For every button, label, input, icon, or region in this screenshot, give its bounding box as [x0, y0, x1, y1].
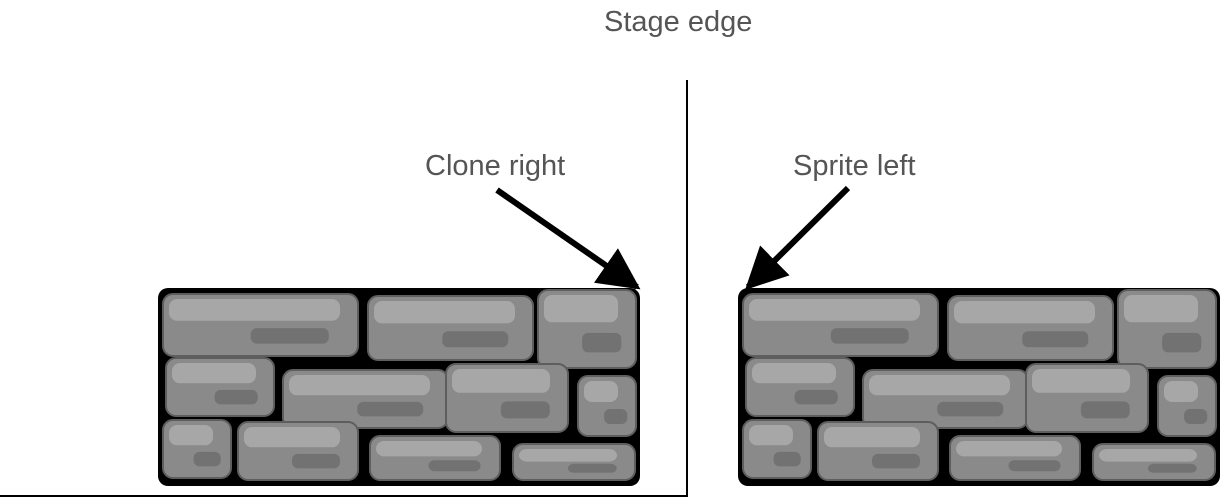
clone-right-label: Clone right: [425, 150, 566, 182]
wall-stone-shade: [442, 331, 509, 348]
wall-stone-highlight: [169, 299, 340, 321]
wall-stone-highlight: [374, 301, 515, 324]
wall-stone-shade: [567, 463, 617, 473]
wall-stone-shade: [1162, 332, 1202, 353]
wall-stone-shade: [1184, 409, 1208, 424]
wall-stone-highlight: [244, 427, 340, 448]
wall-stone-shade: [500, 401, 550, 419]
wall-stone-highlight: [452, 369, 550, 393]
wall-stone-highlight: [172, 363, 256, 384]
wall-stone-highlight: [749, 299, 920, 321]
clone-stone-wall: [158, 288, 640, 486]
wall-stone-highlight: [1164, 381, 1198, 402]
wall-stone-highlight: [1032, 369, 1130, 393]
wall-stone-shade: [428, 460, 481, 472]
wall-stone-highlight: [544, 295, 618, 323]
wall-stone-shade: [937, 401, 1004, 417]
sprite-left-arrow-icon: [745, 185, 851, 290]
wall-stone-highlight: [956, 441, 1062, 457]
sprite-left-label: Sprite left: [793, 150, 916, 182]
wall-stone-shade: [1008, 460, 1061, 472]
clone-right-arrow-icon: [495, 187, 641, 290]
wall-stone-shade: [830, 328, 909, 344]
wall-stone-shade: [357, 401, 424, 417]
stage-edge-label: Stage edge: [604, 6, 753, 38]
wall-stone-shade: [1022, 331, 1089, 348]
wall-stone-highlight: [749, 425, 793, 446]
wall-stone-highlight: [519, 449, 617, 462]
wall-stone-highlight: [824, 427, 920, 448]
wall-stone-highlight: [376, 441, 482, 457]
wall-stone-shade: [794, 389, 838, 405]
wall-stone-highlight: [752, 363, 836, 384]
wall-stone-shade: [582, 332, 622, 353]
wall-stone-highlight: [954, 301, 1095, 324]
wall-stone-shade: [1080, 401, 1130, 419]
wall-stone-shade: [872, 453, 920, 469]
wall-stone-highlight: [584, 381, 618, 402]
wall-stone-highlight: [1124, 295, 1198, 323]
sprite-stone-wall: [738, 288, 1220, 486]
wall-stone-shade: [604, 409, 628, 424]
wall-stone-shade: [250, 328, 329, 344]
wall-stone-shade: [214, 389, 258, 405]
wall-stone-highlight: [1099, 449, 1197, 462]
wall-stone-shade: [1147, 463, 1197, 473]
wall-stone-highlight: [869, 375, 1010, 396]
wall-stone-shade: [773, 451, 801, 467]
wall-stone-highlight: [289, 375, 430, 396]
wall-stone-shade: [193, 451, 221, 467]
wall-stone-shade: [292, 453, 340, 469]
wall-stone-highlight: [169, 425, 213, 446]
